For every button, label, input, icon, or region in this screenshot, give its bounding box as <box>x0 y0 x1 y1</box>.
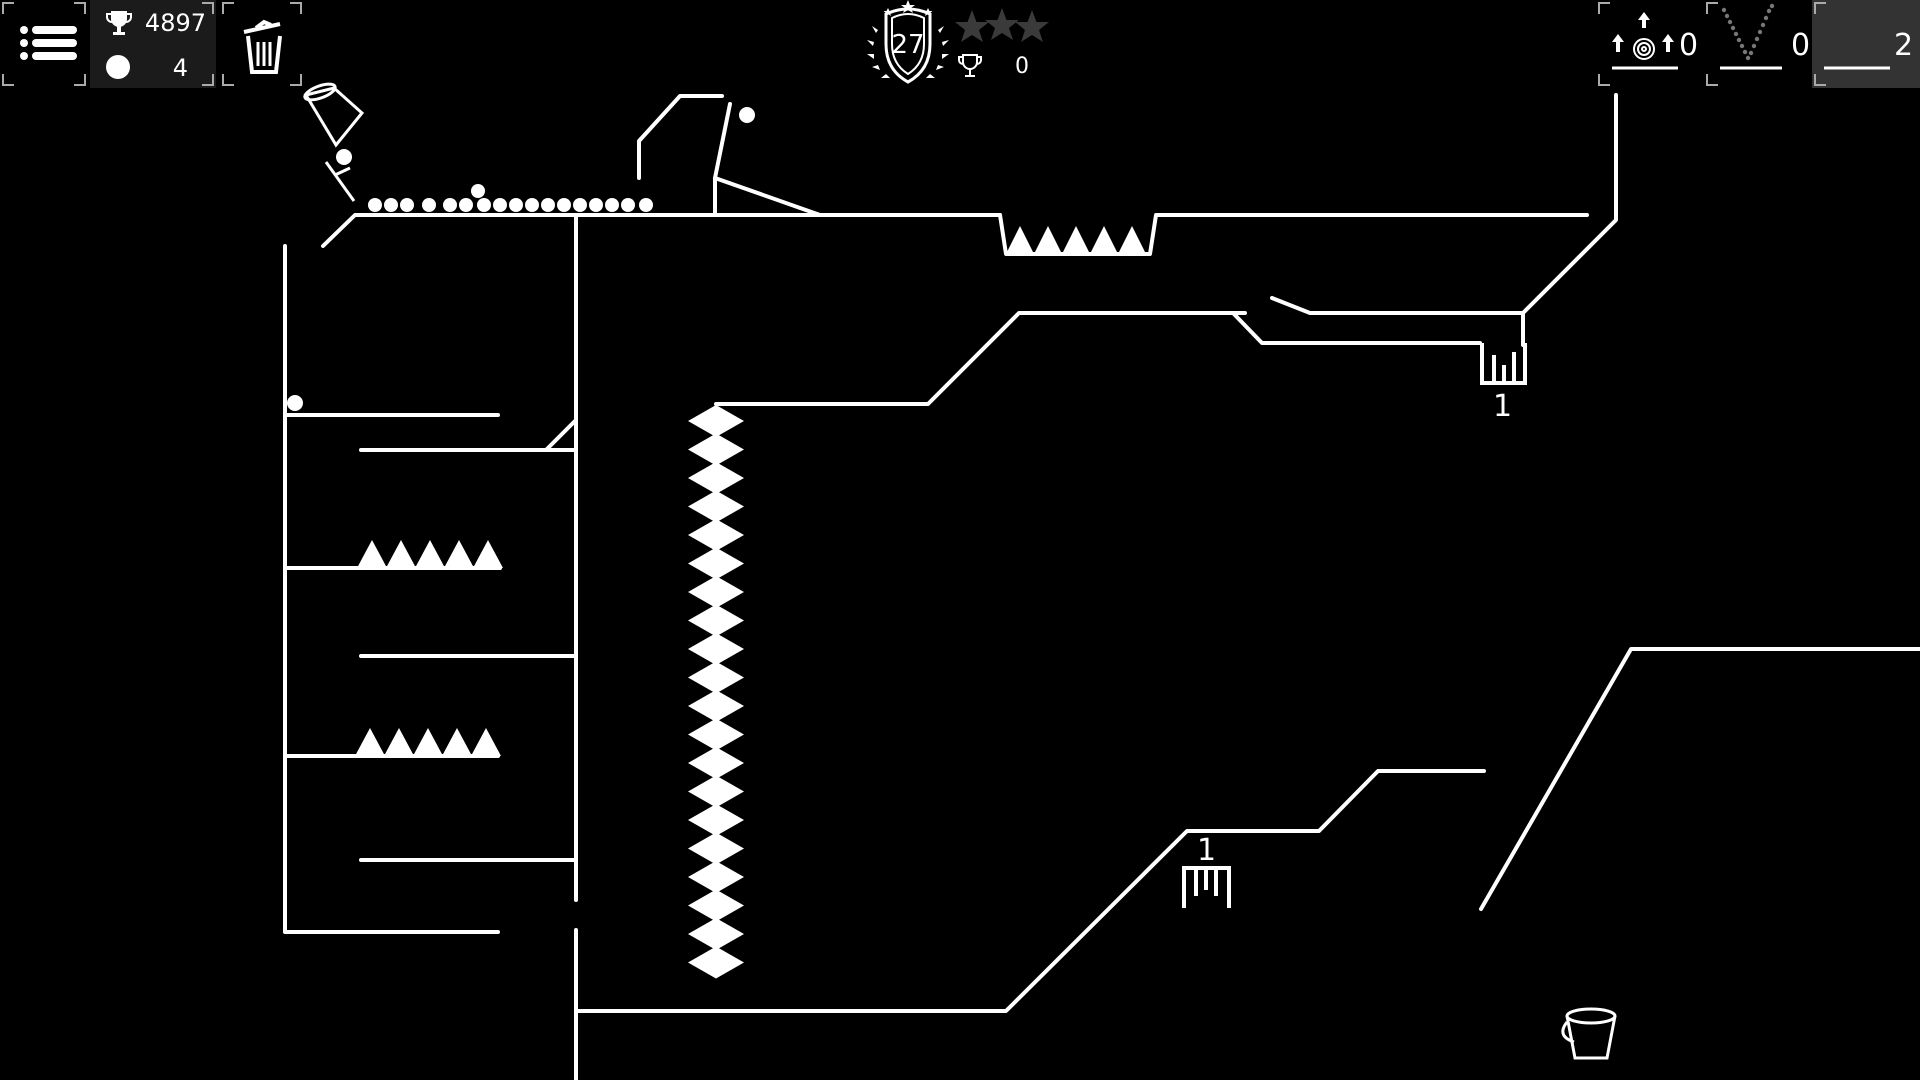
star-icon <box>985 8 1019 40</box>
lower-right-ramp <box>1479 647 1920 911</box>
spike-diamond <box>688 547 744 580</box>
spike-diamond <box>688 690 744 722</box>
upper-goal-cup-icon <box>1480 343 1527 385</box>
launcher-ramp <box>713 176 822 217</box>
spike-diamond <box>688 747 744 779</box>
line-draw-icon <box>1824 66 1890 70</box>
tool-booster-count: 0 <box>1679 28 1699 63</box>
star-icon <box>1015 10 1049 42</box>
ball-icon <box>106 55 130 79</box>
upper-cup-counter: 1 <box>1493 389 1512 424</box>
spike-pit <box>998 213 1589 256</box>
trophy-score: 4897 <box>144 9 206 37</box>
frame-corner <box>290 74 302 86</box>
spike-diamond <box>688 633 744 665</box>
level-badge: 27 <box>858 0 958 90</box>
frame-corner <box>1706 2 1718 14</box>
target-bucket-icon <box>1561 1007 1617 1060</box>
spike-diamond <box>688 604 744 637</box>
frame-corner <box>1598 74 1610 86</box>
trash-button[interactable] <box>220 0 304 88</box>
spike-diamond <box>688 946 744 979</box>
frame-corner <box>1706 74 1718 86</box>
lower-goal-cup-icon <box>1182 866 1231 908</box>
hamburger-menu-icon <box>20 26 77 60</box>
lower-cup-counter: 1 <box>1197 833 1216 868</box>
spike-diamond <box>688 490 744 523</box>
spike-diamond <box>688 718 744 751</box>
hook-structure <box>637 94 724 180</box>
menu-button[interactable] <box>0 0 88 88</box>
frame-corner <box>2 2 14 14</box>
frame-corner <box>1814 2 1826 14</box>
level-trophy-score: 0 <box>1015 54 1029 79</box>
frame-corner <box>202 2 214 14</box>
shield-laurel-icon <box>867 0 949 84</box>
score-panel: 4897 4 <box>90 0 216 88</box>
frame-corner <box>290 2 302 14</box>
spike-diamond <box>688 918 744 950</box>
frame-corner <box>74 2 86 14</box>
ball-queue <box>368 184 653 212</box>
level-number: 27 <box>891 30 925 60</box>
ball <box>287 395 303 411</box>
booster-arrows-icon <box>1612 12 1678 70</box>
balls-count: 4 <box>172 54 188 82</box>
spike-diamond <box>688 804 744 836</box>
spike-diamond <box>688 775 744 808</box>
spike-diamond <box>688 433 744 466</box>
frame-corner <box>1814 74 1826 86</box>
tool-line-draw[interactable]: 2 <box>1812 0 1920 88</box>
frame-corner <box>74 74 86 86</box>
bead-chain-v-icon <box>1720 3 1782 70</box>
frame-corner <box>2 74 14 86</box>
left-wall <box>283 244 500 934</box>
ball <box>739 107 755 123</box>
left-spikes-row-1 <box>357 540 503 568</box>
spike-diamond <box>688 405 744 437</box>
frame-corner <box>222 74 234 86</box>
tool-line-draw-count: 2 <box>1894 28 1914 63</box>
level-trophy-icon <box>958 54 982 77</box>
frame-corner <box>1598 2 1610 14</box>
upper-ramp <box>714 311 1482 406</box>
source-bucket-icon <box>303 82 365 202</box>
upper-right-ledge <box>1270 296 1525 315</box>
spike-diamond <box>688 462 744 494</box>
ball <box>336 149 352 165</box>
right-chute <box>1521 93 1618 347</box>
shelf-2-ramp <box>544 418 578 452</box>
pit-spikes <box>1006 226 1146 254</box>
spike-diamond <box>688 519 744 551</box>
star-icon <box>955 10 989 42</box>
left-spikes-row-2 <box>355 728 501 756</box>
spike-diamond <box>688 576 744 608</box>
launcher-lever <box>713 102 732 217</box>
spike-diamond <box>688 661 744 694</box>
tool-bead-chain-count: 0 <box>1791 28 1811 63</box>
tool-booster[interactable]: 0 <box>1596 0 1702 88</box>
trophy-icon <box>106 11 132 35</box>
tool-bead-chain[interactable]: 0 <box>1704 0 1810 88</box>
frame-corner <box>222 2 234 14</box>
star-rating <box>955 8 1049 42</box>
top-shelf <box>321 213 1002 248</box>
spike-diamond <box>688 861 744 893</box>
bottom-floor <box>574 769 1486 1013</box>
trash-can-icon <box>243 19 282 74</box>
spike-diamond <box>688 889 744 922</box>
spike-diamond <box>688 832 744 865</box>
frame-corner <box>202 74 214 86</box>
spike-column <box>688 405 744 979</box>
